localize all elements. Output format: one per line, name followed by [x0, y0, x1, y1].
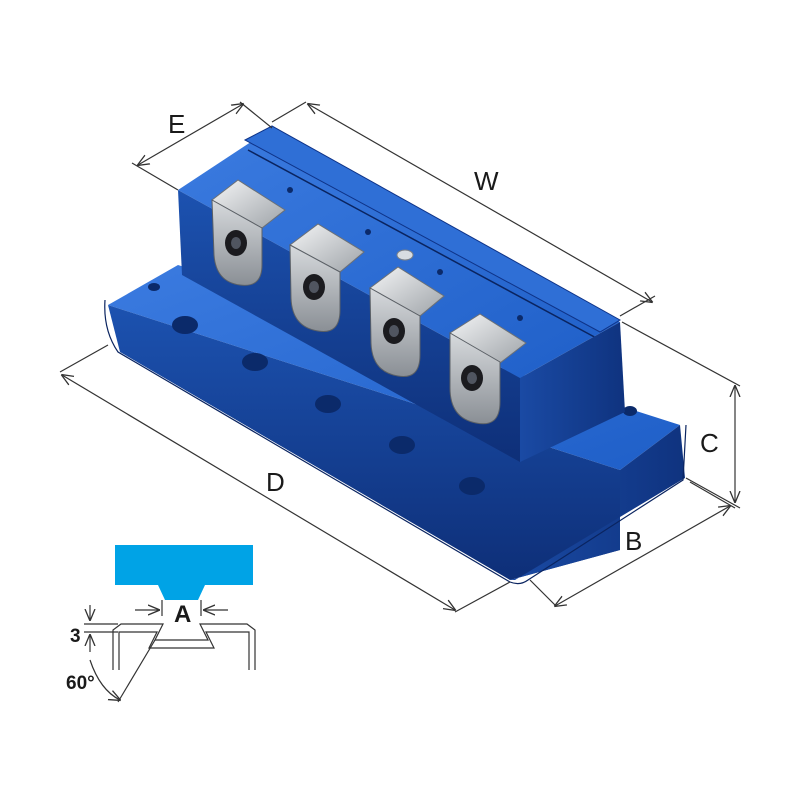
label-edge: E: [168, 109, 185, 139]
label-height: C: [700, 428, 719, 458]
clamp-4: [449, 313, 527, 425]
dimension-lines: [60, 101, 740, 613]
slot-depth-value: 3: [70, 626, 81, 647]
label-width: W: [474, 166, 499, 196]
slot-angle-value: 60°: [66, 673, 95, 694]
label-base: B: [625, 526, 642, 556]
clamp-1: [211, 179, 286, 286]
label-depth: D: [266, 467, 285, 497]
slot-width-label: A: [174, 601, 191, 628]
slot-detail: A 3 60°: [66, 545, 256, 703]
